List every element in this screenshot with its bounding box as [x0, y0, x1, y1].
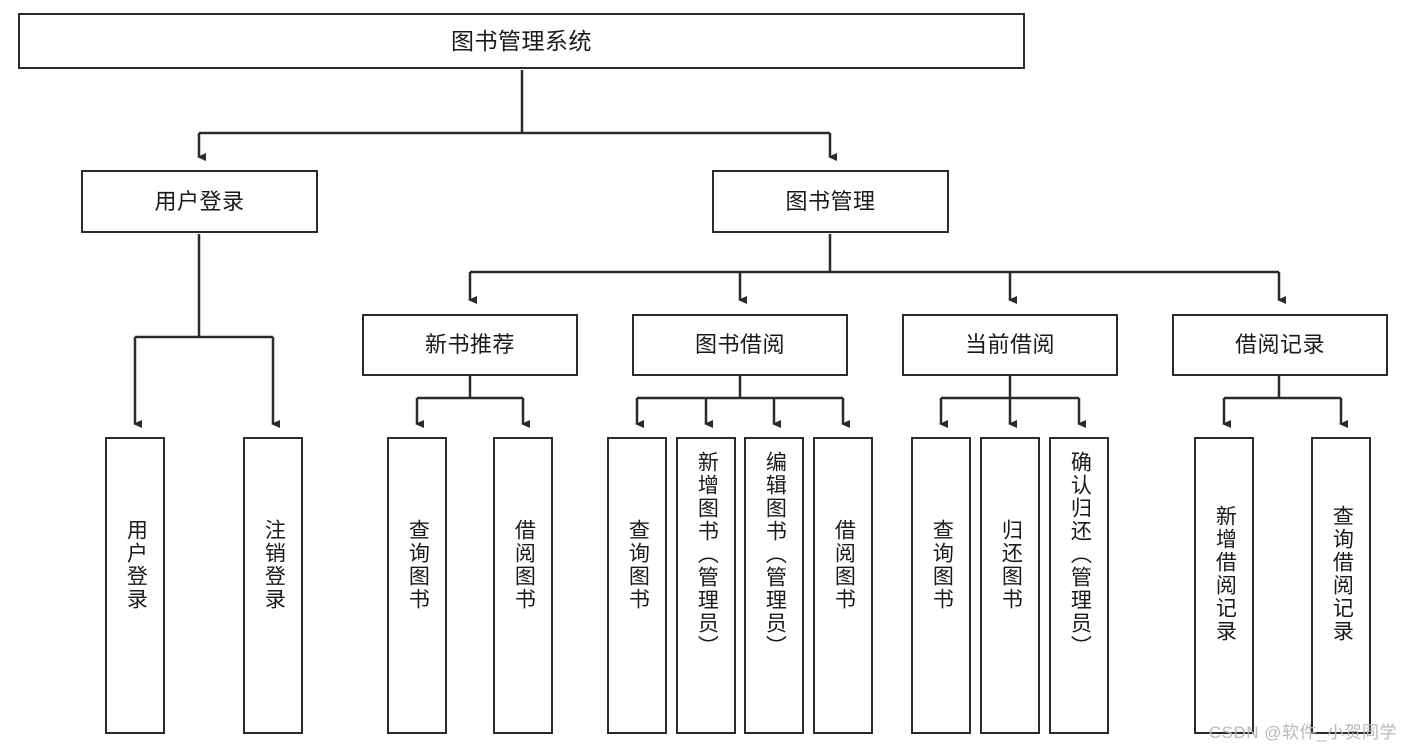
node-user-login-label: 用户登录	[154, 188, 245, 214]
node-leaf-borrow-book-label: 借阅图书	[832, 519, 856, 611]
node-book-borrow[interactable]: 图书借阅	[632, 314, 848, 376]
node-leaf-return-book-label: 归还图书	[999, 519, 1023, 611]
node-current-borrow[interactable]: 当前借阅	[902, 314, 1118, 376]
node-leaf-query-book-current[interactable]: 查询图书	[911, 437, 971, 734]
node-leaf-confirm-return-admin-label: 确认归还（管理员）	[1068, 451, 1092, 658]
node-current-borrow-label: 当前借阅	[964, 332, 1055, 358]
node-leaf-borrow-book-recommend-label: 借阅图书	[512, 519, 536, 611]
node-borrow-record[interactable]: 借阅记录	[1172, 314, 1388, 376]
node-leaf-logout-label: 注销登录	[262, 519, 286, 611]
node-leaf-add-book-admin-label: 新增图书（管理员）	[695, 451, 719, 658]
node-leaf-query-book-current-label: 查询图书	[930, 519, 954, 611]
node-user-login[interactable]: 用户登录	[81, 170, 318, 233]
node-root-book-management-system[interactable]: 图书管理系统	[18, 13, 1025, 69]
node-book-management-label: 图书管理	[785, 188, 876, 214]
node-book-management[interactable]: 图书管理	[712, 170, 949, 233]
node-leaf-borrow-book[interactable]: 借阅图书	[813, 437, 873, 734]
node-leaf-add-borrow-record[interactable]: 新增借阅记录	[1194, 437, 1254, 734]
node-leaf-query-book-recommend-label: 查询图书	[406, 519, 430, 611]
node-leaf-user-login[interactable]: 用户登录	[105, 437, 165, 734]
watermark-text: CSDN @软件_小贺同学	[1208, 723, 1397, 742]
node-new-book-recommend[interactable]: 新书推荐	[362, 314, 578, 376]
node-leaf-query-borrow-record[interactable]: 查询借阅记录	[1311, 437, 1371, 734]
node-leaf-add-borrow-record-label: 新增借阅记录	[1213, 505, 1237, 643]
node-leaf-borrow-book-recommend[interactable]: 借阅图书	[493, 437, 553, 734]
node-leaf-add-book-admin[interactable]: 新增图书（管理员）	[676, 437, 736, 734]
node-leaf-user-login-label: 用户登录	[124, 519, 148, 611]
node-leaf-return-book[interactable]: 归还图书	[980, 437, 1040, 734]
node-borrow-record-label: 借阅记录	[1234, 332, 1325, 358]
node-leaf-edit-book-admin[interactable]: 编辑图书（管理员）	[744, 437, 804, 734]
node-leaf-logout[interactable]: 注销登录	[243, 437, 303, 734]
node-root-label: 图书管理系统	[451, 27, 592, 54]
node-leaf-query-borrow-record-label: 查询借阅记录	[1330, 505, 1354, 643]
node-new-book-recommend-label: 新书推荐	[424, 332, 515, 358]
node-leaf-query-book-recommend[interactable]: 查询图书	[387, 437, 447, 734]
node-leaf-confirm-return-admin[interactable]: 确认归还（管理员）	[1049, 437, 1109, 734]
node-leaf-query-book-borrow[interactable]: 查询图书	[607, 437, 667, 734]
node-book-borrow-label: 图书借阅	[694, 332, 785, 358]
node-leaf-edit-book-admin-label: 编辑图书（管理员）	[763, 451, 787, 658]
node-leaf-query-book-borrow-label: 查询图书	[626, 519, 650, 611]
